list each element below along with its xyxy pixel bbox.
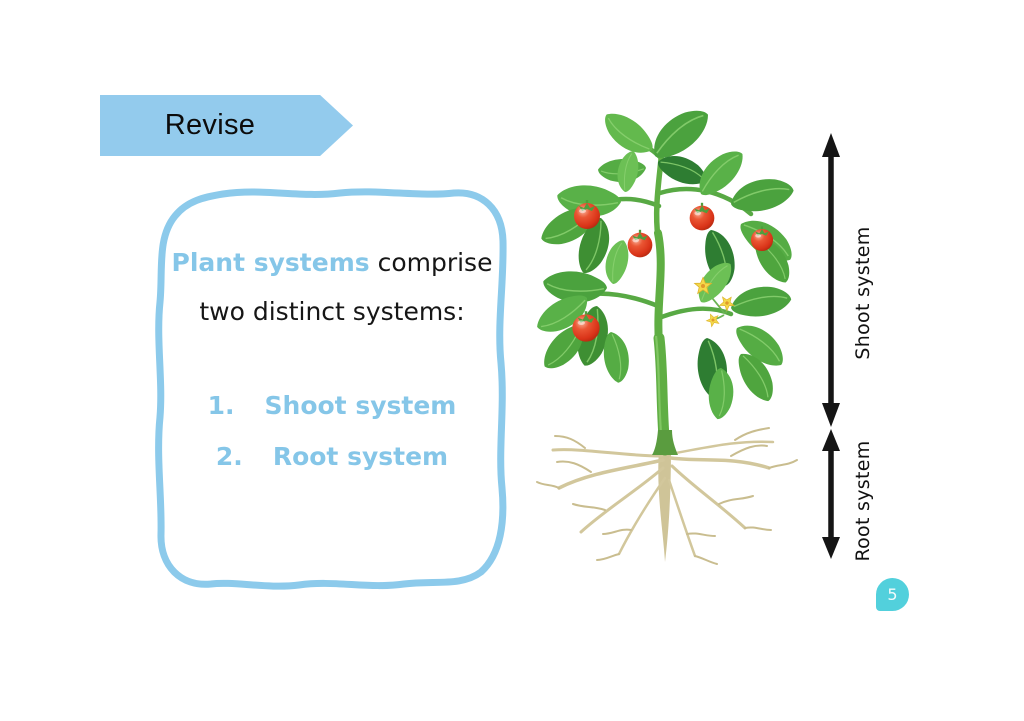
info-box-border [155,188,507,590]
shoot-system-label: Shoot system [852,226,874,360]
list-item-root: 2. Root system [150,431,514,482]
item-number: 1. [207,391,235,420]
revise-banner: Revise [100,95,353,156]
root-system-arrow [822,429,840,559]
root-system-label: Root system [852,440,874,562]
item-label: Root system [272,442,449,471]
list-item-shoot: 1. Shoot system [150,380,514,431]
item-number: 2. [215,442,243,471]
item-label: Shoot system [264,391,457,420]
intro-line-1: Plant systems comprise [150,238,514,287]
intro-rest: comprise [369,248,493,277]
page-number: 5 [887,585,898,604]
banner-label: Revise [164,109,256,141]
shoot-system-arrow [822,133,840,427]
intro-highlight: Plant systems [171,248,370,277]
intro-line-2: two distinct systems: [199,297,465,326]
tomato-plant-illustration [530,99,801,565]
info-box-intro: Plant systems comprise two distinct syst… [150,238,514,336]
root-system-graphic [536,427,798,565]
systems-list: 1. Shoot system 2. Root system [150,380,514,482]
page-number-badge: 5 [876,578,909,611]
